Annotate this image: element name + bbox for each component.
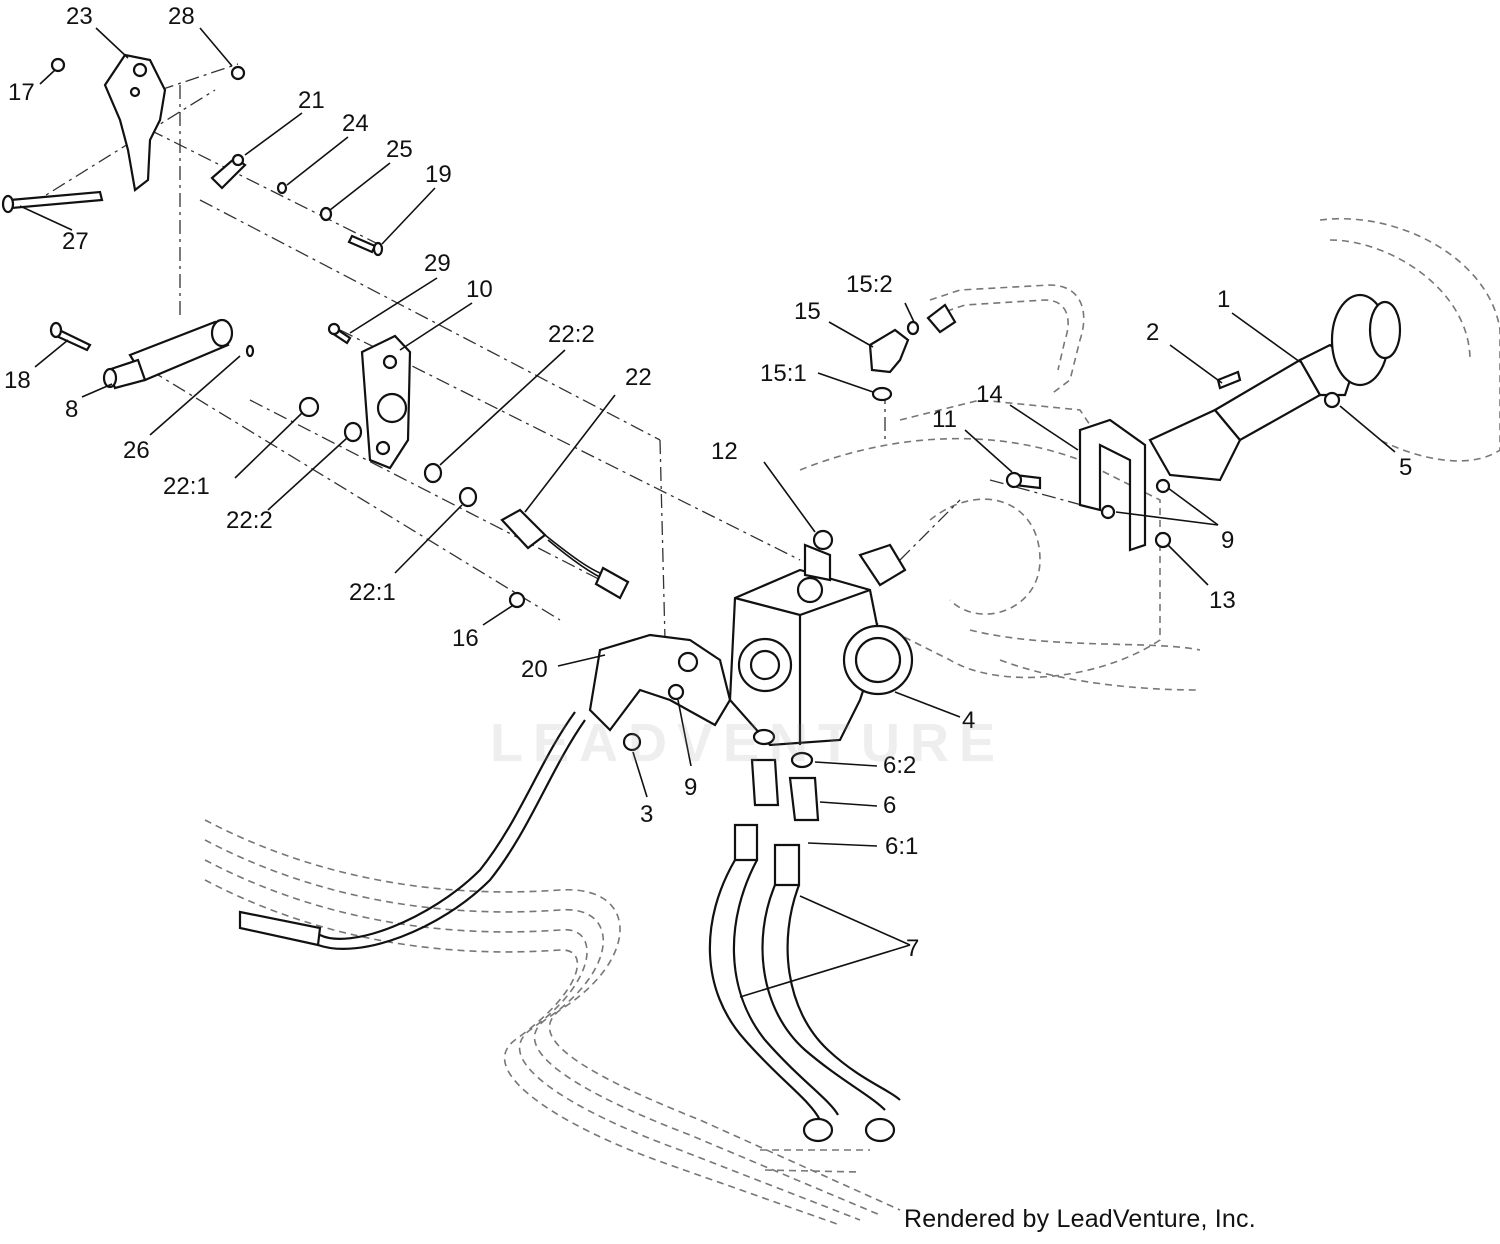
callout-17: 17 <box>8 79 35 106</box>
part-16-washer <box>508 591 526 609</box>
part-4-pump <box>728 543 914 747</box>
part-6-fittings <box>750 728 820 822</box>
callout-25: 25 <box>386 136 413 163</box>
part-15-elbow <box>868 328 910 374</box>
part-22-1-nut-a <box>298 396 320 418</box>
callout-26: 26 <box>123 437 150 464</box>
callout-29: 29 <box>424 250 451 277</box>
part-15-1-oring <box>871 386 893 402</box>
part-9-nut-b <box>1100 504 1116 520</box>
part-8-actuator <box>102 318 234 390</box>
callout-2: 2 <box>1146 319 1159 346</box>
part-9-washer-c <box>1155 478 1171 494</box>
leader-lines <box>19 27 1396 998</box>
callout-20: 20 <box>521 656 548 683</box>
callout-9-b: 9 <box>1221 527 1234 554</box>
part-3-bolt <box>622 732 642 752</box>
callout-27: 27 <box>62 228 89 255</box>
ghost-frame <box>204 218 1500 1226</box>
callout-22-2-a: 22:2 <box>548 321 595 348</box>
part-26-clip <box>245 344 255 358</box>
render-credit: Rendered by LeadVenture, Inc. <box>904 1205 1256 1233</box>
part-14-bracket <box>1078 418 1147 552</box>
callout-21: 21 <box>298 87 325 114</box>
part-22-sensor <box>500 508 630 600</box>
watermark-text: LEADVENTURE <box>490 713 1006 773</box>
callout-22-1-b: 22:1 <box>349 579 396 606</box>
callout-16: 16 <box>452 625 479 652</box>
part-20-bracket <box>238 633 732 950</box>
part-22-2-oring-a <box>343 421 363 443</box>
callout-15: 15 <box>794 298 821 325</box>
callout-8: 8 <box>65 396 78 423</box>
callout-10: 10 <box>466 276 493 303</box>
callout-6: 6 <box>883 792 896 819</box>
part-23-lever <box>103 53 167 192</box>
part-15-fitting-nut <box>926 303 957 334</box>
part-28-nut <box>230 65 246 81</box>
callout-4: 4 <box>962 707 975 734</box>
part-10-plate <box>360 334 412 470</box>
callout-18: 18 <box>4 367 31 394</box>
callout-24: 24 <box>342 110 369 137</box>
callout-15-1: 15:1 <box>760 360 807 387</box>
callout-1: 1 <box>1217 286 1230 313</box>
callout-12: 12 <box>711 438 738 465</box>
callout-11: 11 <box>932 406 957 433</box>
callout-6-2: 6:2 <box>883 752 916 779</box>
callout-28: 28 <box>168 3 195 30</box>
callout-9-a: 9 <box>684 774 697 801</box>
part-18-bolt <box>49 321 92 352</box>
callout-19: 19 <box>425 161 452 188</box>
part-12-plug <box>812 529 834 551</box>
part-2-bolt <box>1216 370 1242 390</box>
part-25-washer <box>319 206 333 222</box>
callout-6-1: 6:1 <box>885 833 918 860</box>
callout-23: 23 <box>66 3 93 30</box>
part-13-bolt <box>1154 531 1172 549</box>
callout-22-1-a: 22:1 <box>163 473 210 500</box>
part-5-bolt <box>1323 391 1341 409</box>
part-11-bolt <box>1005 471 1042 490</box>
callout-14: 14 <box>976 381 1003 408</box>
callout-5: 5 <box>1399 454 1412 481</box>
part-21-clevis <box>210 153 247 190</box>
callout-22-2-b: 22:2 <box>226 507 273 534</box>
part-24-washer <box>276 181 288 195</box>
part-17-nut <box>50 57 66 73</box>
part-22-2-oring-b <box>423 462 443 484</box>
callout-labels: 23 28 17 21 24 25 19 27 29 10 22:2 22 18… <box>4 3 1412 962</box>
part-9-nut-a <box>667 683 685 701</box>
callout-7: 7 <box>906 935 919 962</box>
part-27-pin <box>1 190 104 214</box>
callout-3: 3 <box>640 801 653 828</box>
part-15-2-oring <box>906 320 920 336</box>
part-1-driveshaft <box>1148 293 1402 482</box>
part-22-1-nut-b <box>458 486 478 508</box>
part-19-bolt <box>347 234 384 257</box>
callout-15-2: 15:2 <box>846 271 893 298</box>
callout-22: 22 <box>625 364 652 391</box>
part-29-bolt <box>327 322 352 345</box>
part-7-hoses <box>708 823 901 1143</box>
callout-13: 13 <box>1209 587 1236 614</box>
